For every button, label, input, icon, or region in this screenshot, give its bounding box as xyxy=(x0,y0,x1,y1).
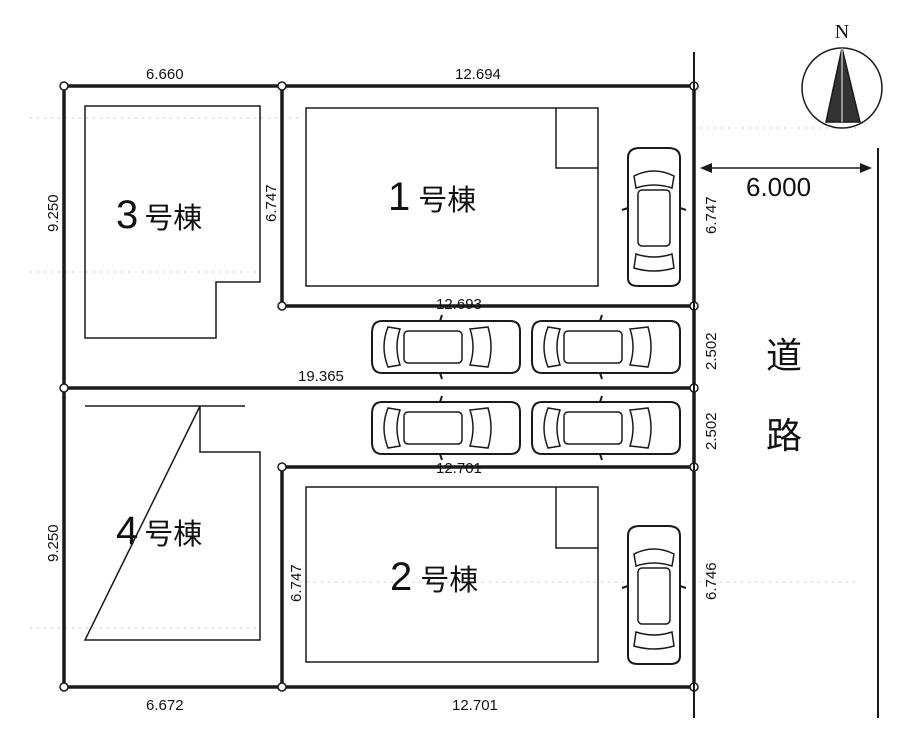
dim-lot1-top: 12.694 xyxy=(455,66,501,83)
dim-center-line: 19.365 xyxy=(298,368,344,385)
north-label: N xyxy=(835,21,849,43)
lot-3-number: 3 xyxy=(116,193,138,237)
car-icon xyxy=(621,525,687,665)
building-4-footprint xyxy=(83,405,261,641)
building-2-footprint xyxy=(305,486,599,663)
car-icon xyxy=(371,395,521,461)
road-edges xyxy=(693,52,879,718)
lot-3-suffix: 号棟 xyxy=(144,201,202,235)
property-boundaries xyxy=(62,84,696,689)
dim-drive-top-right: 2.502 xyxy=(703,332,720,370)
boundary-markers xyxy=(59,81,699,692)
north-compass: N xyxy=(801,21,883,129)
dim-lot2-top: 12.701 xyxy=(436,460,482,477)
car-icon xyxy=(621,147,687,287)
lot-4-number: 4 xyxy=(116,509,138,553)
car-icon xyxy=(371,314,521,380)
dim-lot2-bottom: 12.701 xyxy=(452,697,498,714)
building-3-footprint xyxy=(84,105,261,339)
road-char-2: 路 xyxy=(766,416,802,457)
lot-4-suffix: 号棟 xyxy=(144,517,202,551)
dim-lot4-bottom: 6.672 xyxy=(146,697,184,714)
dim-lot1-right: 6.747 xyxy=(703,196,720,234)
dim-lot2-left: 6.747 xyxy=(288,564,305,602)
dim-lot3-top: 6.660 xyxy=(146,66,184,83)
lot-2-number: 2 xyxy=(390,555,412,599)
car-icon xyxy=(531,314,681,380)
road-width-arrow xyxy=(700,163,872,173)
building-1-footprint xyxy=(305,107,599,287)
dim-lot4-left: 9.250 xyxy=(45,524,62,562)
lot-1-number: 1 xyxy=(388,175,410,219)
dim-lot1-left: 6.747 xyxy=(263,184,280,222)
dim-lot1-bottom: 12.693 xyxy=(436,296,482,313)
lot-2-suffix: 号棟 xyxy=(420,563,478,597)
road-char-1: 道 xyxy=(766,336,802,377)
dim-lot3-left: 9.250 xyxy=(45,194,62,232)
lot-1-suffix: 号棟 xyxy=(418,183,476,217)
car-icon xyxy=(531,395,681,461)
background-texture xyxy=(30,117,860,629)
dim-lot2-right: 6.746 xyxy=(703,562,720,600)
road-width-label: 6.000 xyxy=(746,172,811,202)
dim-drive-bottom-right: 2.502 xyxy=(703,412,720,450)
